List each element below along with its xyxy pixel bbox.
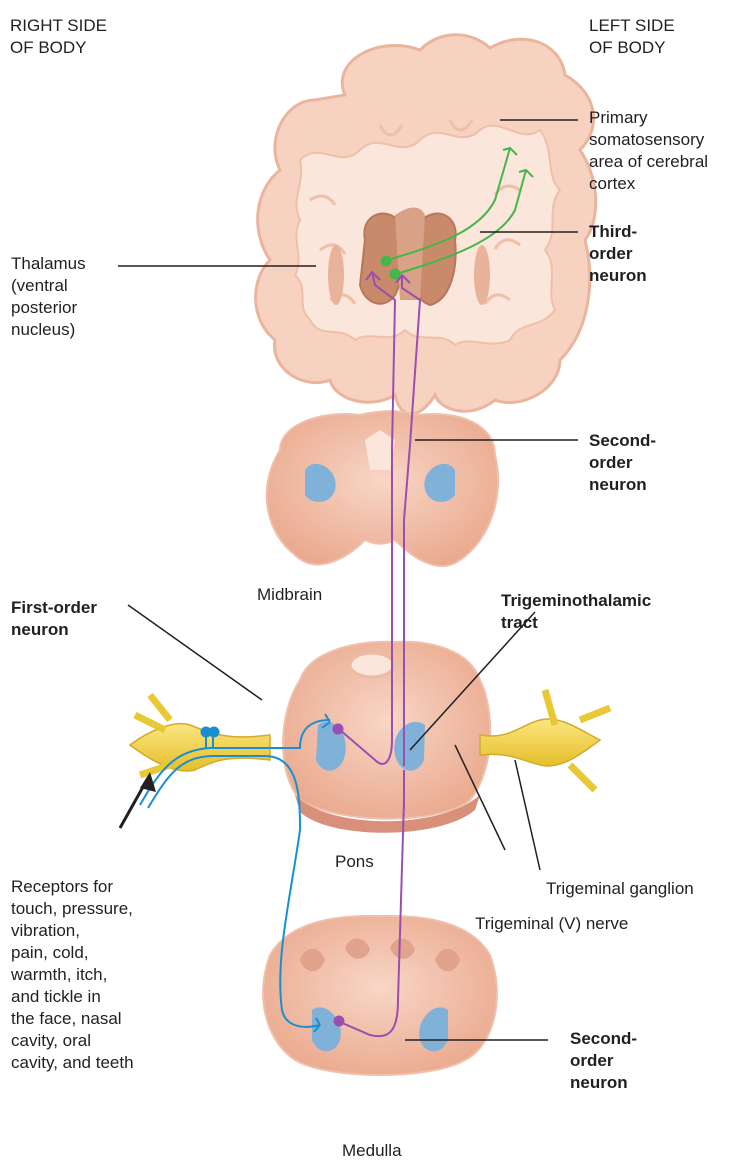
- first-order-cell-body: [209, 727, 220, 738]
- second-order-neuron-label-lower: Second- order neuron: [570, 1028, 637, 1094]
- trigeminothalamic-tract-label: Trigeminothalamic tract: [501, 590, 651, 634]
- receptors-label: Receptors for touch, pressure, vibration…: [11, 876, 134, 1074]
- thalamus-label: Thalamus (ventral posterior nucleus): [11, 253, 86, 341]
- right-side-label: RIGHT SIDE OF BODY: [10, 15, 107, 59]
- pons-label: Pons: [335, 851, 374, 873]
- second-order-neuron-label-upper: Second- order neuron: [589, 430, 656, 496]
- trigeminal-ganglion-label: Trigeminal ganglion: [546, 878, 694, 900]
- primary-somatosensory-label: Primary somatosensory area of cerebral c…: [589, 107, 708, 195]
- midbrain-section: [267, 411, 498, 566]
- second-order-cell-body-pons: [333, 724, 344, 735]
- second-order-cell-body-medulla: [334, 1016, 345, 1027]
- cerebrum-section: [256, 35, 596, 414]
- left-side-label: LEFT SIDE OF BODY: [589, 15, 675, 59]
- third-order-neuron-label: Third- order neuron: [589, 221, 647, 287]
- third-order-cell-body: [381, 256, 392, 267]
- midbrain-label: Midbrain: [257, 584, 322, 606]
- medulla-label: Medulla: [342, 1140, 402, 1162]
- trigeminal-nerve-label: Trigeminal (V) nerve: [475, 913, 628, 935]
- medulla-section: [263, 916, 497, 1091]
- pons-section: [130, 642, 610, 833]
- third-order-cell-body: [390, 269, 401, 280]
- first-order-neuron-label: First-order neuron: [11, 597, 97, 641]
- stimulus-arrow: [120, 772, 156, 828]
